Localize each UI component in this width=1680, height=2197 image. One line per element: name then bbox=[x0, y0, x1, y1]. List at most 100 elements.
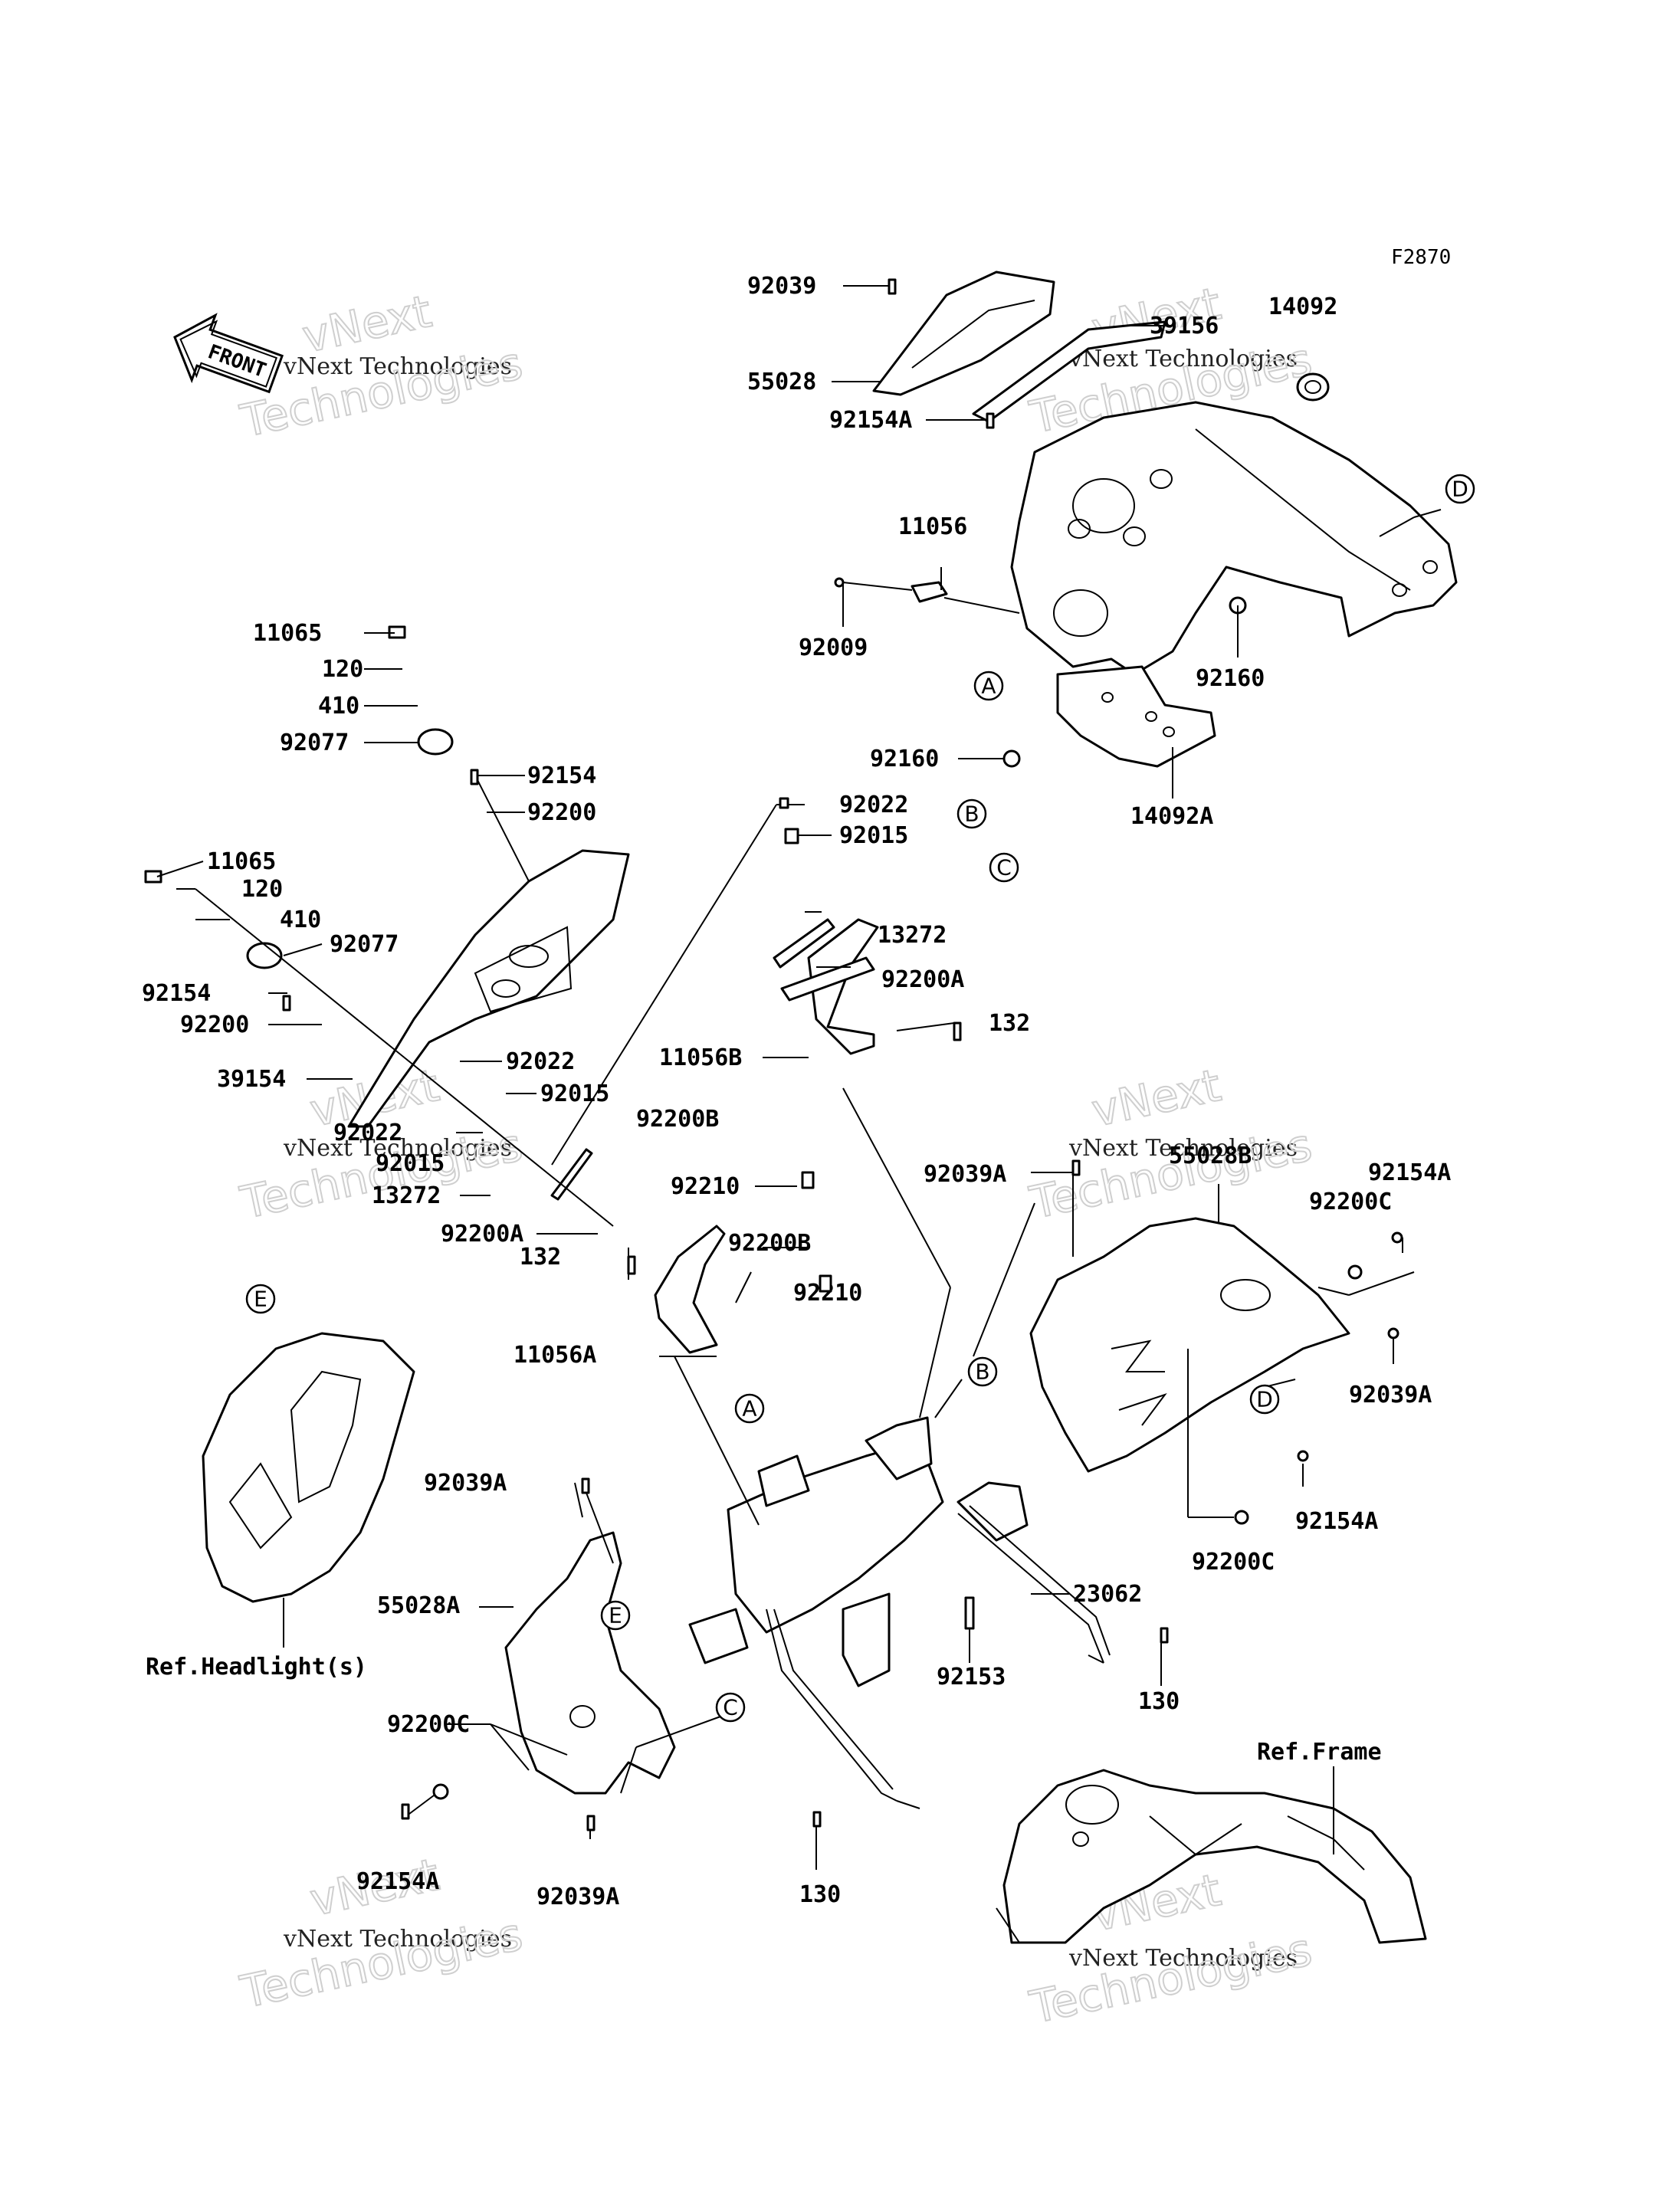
label-120: 120 bbox=[322, 656, 363, 683]
callout-c-mid: C bbox=[715, 1692, 746, 1723]
label-92200: 92200 bbox=[527, 799, 596, 826]
label-92160: 92160 bbox=[870, 746, 939, 772]
svg-text:C: C bbox=[723, 1695, 738, 1720]
label-92200B: 92200B bbox=[636, 1106, 719, 1133]
front-arrow-icon: FRONT bbox=[173, 313, 284, 394]
watermark-outline: vNext bbox=[1088, 1059, 1226, 1137]
part-11056B bbox=[780, 918, 879, 1055]
svg-text:D: D bbox=[1452, 477, 1468, 502]
label-ref-frame: Ref.Frame bbox=[1257, 1739, 1382, 1766]
label-92200A: 92200A bbox=[441, 1221, 523, 1248]
label-92200: 92200 bbox=[180, 1012, 249, 1038]
label-92210: 92210 bbox=[671, 1173, 740, 1200]
label-92200C: 92200C bbox=[387, 1711, 470, 1738]
diagram-code: F2870 bbox=[1391, 246, 1451, 269]
part-stay-frame bbox=[688, 1416, 944, 1802]
label-11056A: 11056A bbox=[514, 1342, 596, 1369]
label-11065: 11065 bbox=[207, 848, 276, 875]
svg-text:B: B bbox=[975, 1359, 989, 1385]
label-92009: 92009 bbox=[799, 635, 868, 661]
svg-text:D: D bbox=[1256, 1387, 1273, 1412]
part-14092 bbox=[1296, 372, 1330, 402]
label-55028B: 55028B bbox=[1169, 1143, 1252, 1169]
label-132: 132 bbox=[520, 1244, 561, 1271]
watermark-text: vNext Technologies bbox=[283, 353, 512, 380]
callout-c-top: C bbox=[989, 852, 1019, 883]
label-92039A: 92039A bbox=[424, 1470, 507, 1497]
label-92200A: 92200A bbox=[881, 966, 964, 993]
label-92200B: 92200B bbox=[728, 1230, 811, 1257]
label-92022: 92022 bbox=[333, 1120, 402, 1146]
part-11056 bbox=[911, 581, 948, 603]
label-23062: 23062 bbox=[1073, 1581, 1142, 1608]
label-92154: 92154 bbox=[142, 980, 211, 1007]
label-92154: 92154 bbox=[527, 762, 596, 789]
label-92154A: 92154A bbox=[829, 407, 912, 434]
label-92160: 92160 bbox=[1196, 665, 1265, 692]
label-92200C: 92200C bbox=[1192, 1549, 1275, 1576]
label-55028: 55028 bbox=[747, 369, 816, 395]
label-11056B: 11056B bbox=[659, 1044, 742, 1071]
label-92015: 92015 bbox=[376, 1150, 445, 1177]
label-14092: 14092 bbox=[1268, 293, 1337, 320]
svg-text:A: A bbox=[742, 1396, 756, 1421]
part-55028A bbox=[504, 1531, 676, 1795]
callout-e-mid: E bbox=[600, 1600, 631, 1631]
part-23062 bbox=[956, 1481, 1111, 1664]
callout-d-top: D bbox=[1445, 474, 1475, 504]
label-410: 410 bbox=[280, 907, 321, 933]
label-11056: 11056 bbox=[898, 513, 967, 540]
label-92077: 92077 bbox=[330, 931, 399, 958]
svg-text:E: E bbox=[254, 1287, 267, 1312]
label-39154: 39154 bbox=[217, 1066, 286, 1093]
callout-a-mid: A bbox=[734, 1393, 765, 1424]
label-92039A: 92039A bbox=[1349, 1382, 1432, 1408]
part-55028B bbox=[1029, 1217, 1350, 1473]
watermark-outline: vNext bbox=[298, 285, 436, 363]
label-13272: 13272 bbox=[878, 922, 947, 949]
label-130: 130 bbox=[799, 1881, 841, 1908]
label-39156: 39156 bbox=[1150, 313, 1219, 339]
svg-text:A: A bbox=[981, 674, 996, 699]
label-ref-headlight: Ref.Headlight(s) bbox=[146, 1654, 367, 1681]
part-92077 bbox=[246, 728, 454, 969]
svg-text:C: C bbox=[996, 855, 1012, 880]
part-13272 bbox=[550, 918, 835, 1201]
leader-lines bbox=[156, 285, 1442, 1943]
part-labels: 92039 55028 39156 14092 92154A 11056 920… bbox=[142, 273, 1451, 1910]
label-92039A: 92039A bbox=[536, 1884, 619, 1910]
callout-d-mid: D bbox=[1249, 1384, 1280, 1415]
label-130: 130 bbox=[1138, 1688, 1180, 1715]
label-92015: 92015 bbox=[839, 822, 908, 849]
label-92154A: 92154A bbox=[1295, 1508, 1378, 1535]
watermark-text: vNext Technologies bbox=[283, 1135, 512, 1162]
part-92160 bbox=[1002, 749, 1021, 768]
callout-b-mid: B bbox=[967, 1356, 998, 1387]
label-11065: 11065 bbox=[253, 620, 322, 647]
part-11056A bbox=[654, 1225, 726, 1354]
label-132: 132 bbox=[989, 1010, 1030, 1037]
label-92154A: 92154A bbox=[1368, 1159, 1451, 1186]
label-92039: 92039 bbox=[747, 273, 816, 300]
watermark-outline: Technologies bbox=[236, 1908, 527, 2018]
watermark-text: vNext Technologies bbox=[1068, 346, 1298, 372]
svg-text:E: E bbox=[609, 1603, 622, 1628]
watermark-text: vNext Technologies bbox=[1068, 1135, 1298, 1162]
callout-a-top: A bbox=[973, 671, 1004, 701]
label-92022: 92022 bbox=[839, 792, 908, 818]
part-11065 bbox=[144, 870, 162, 884]
label-92022: 92022 bbox=[506, 1048, 575, 1075]
label-92077: 92077 bbox=[280, 730, 349, 756]
label-92039A: 92039A bbox=[924, 1161, 1006, 1188]
watermark-text: vNext Technologies bbox=[1068, 1945, 1298, 1972]
part-headlight-ref bbox=[202, 1332, 415, 1603]
part-inner-cover bbox=[1010, 401, 1458, 676]
label-55028A: 55028A bbox=[377, 1592, 460, 1619]
fasteners bbox=[282, 278, 1403, 1831]
label-92015: 92015 bbox=[540, 1080, 609, 1107]
label-92154A: 92154A bbox=[356, 1868, 439, 1895]
watermark-text: vNext Technologies bbox=[283, 1926, 512, 1953]
part-39154 bbox=[347, 849, 630, 1128]
label-410: 410 bbox=[318, 693, 359, 720]
